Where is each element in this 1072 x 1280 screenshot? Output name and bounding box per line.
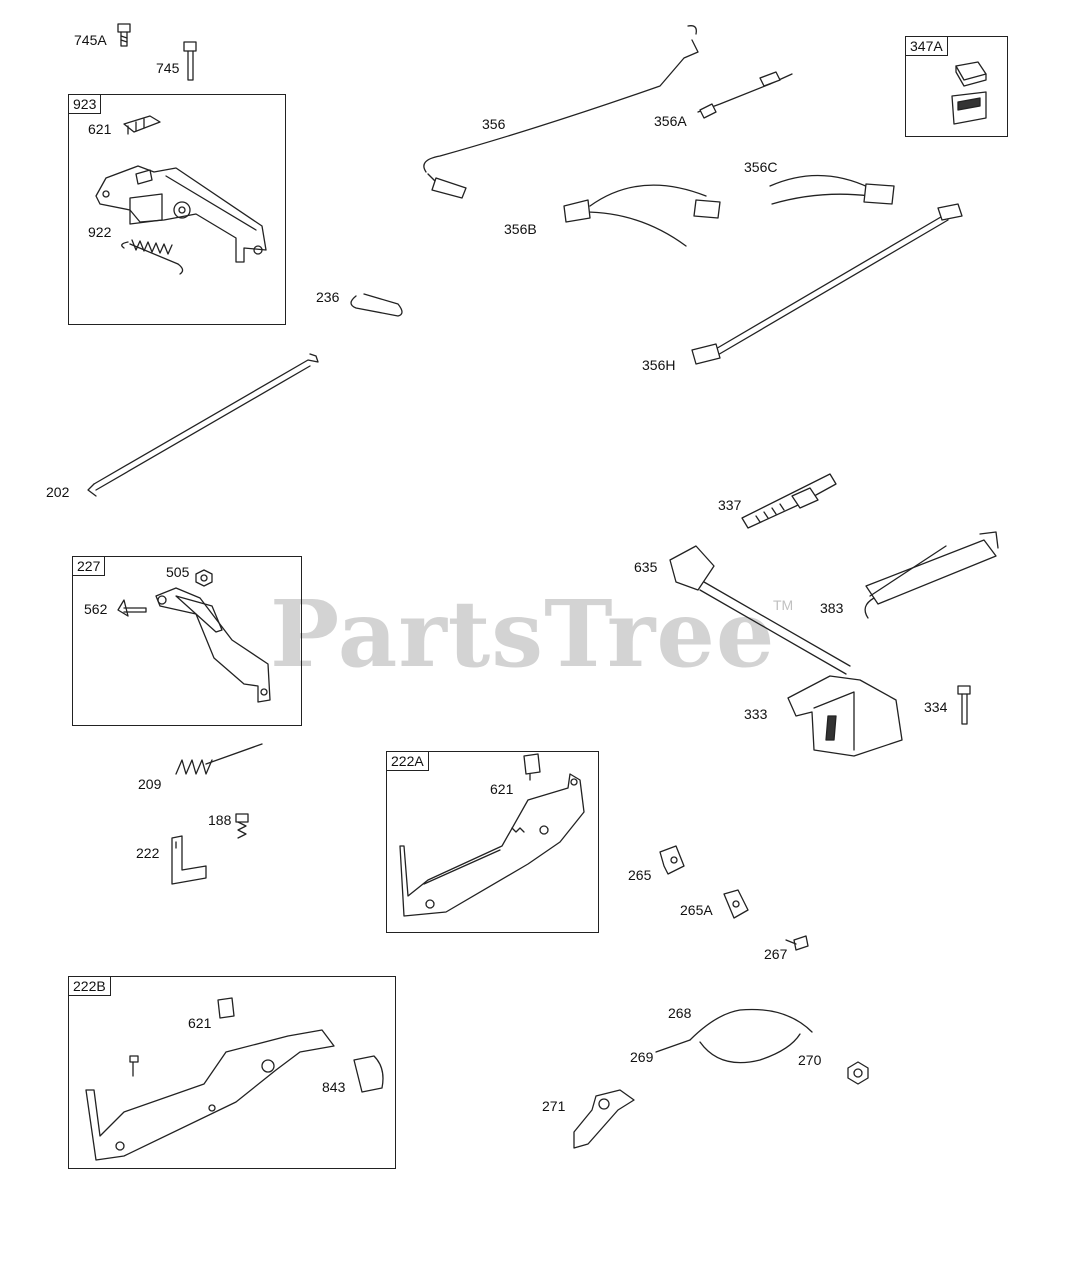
callout-635: 635 — [634, 559, 658, 575]
callout-270: 270 — [798, 1052, 822, 1068]
callout-621-b: 621 — [490, 781, 514, 797]
kit-label-222B: 222B — [68, 976, 111, 996]
callout-745A: 745A — [74, 32, 107, 48]
kit-box-222B: 222B — [68, 976, 396, 1169]
callout-621-c: 621 — [188, 1015, 212, 1031]
part-745-bolt[interactable] — [183, 41, 197, 81]
part-922-spring[interactable] — [121, 239, 184, 275]
callout-356B: 356B — [504, 221, 537, 237]
part-209-spring[interactable] — [175, 743, 263, 775]
trademark-mark: TM — [773, 597, 794, 613]
callout-337: 337 — [718, 497, 742, 513]
callout-383: 383 — [820, 600, 844, 616]
part-505-nut[interactable] — [195, 569, 213, 587]
kit-label-227: 227 — [72, 556, 106, 576]
callout-843: 843 — [322, 1079, 346, 1095]
part-270-nut[interactable] — [847, 1061, 869, 1085]
callout-188: 188 — [208, 812, 232, 828]
part-356B-harness[interactable] — [563, 184, 721, 247]
part-222-bracket[interactable] — [171, 835, 207, 885]
callout-202: 202 — [46, 484, 70, 500]
part-265-block[interactable] — [659, 845, 685, 875]
part-356H-wire[interactable] — [691, 203, 963, 365]
callout-621-a: 621 — [88, 121, 112, 137]
part-265A-block[interactable] — [723, 889, 749, 919]
part-562-pin[interactable] — [117, 599, 147, 617]
callout-265A: 265A — [680, 902, 713, 918]
kit-box-222A: 222A — [386, 751, 599, 933]
callout-356C: 356C — [744, 159, 778, 175]
callout-334: 334 — [924, 699, 948, 715]
part-202-rod[interactable] — [87, 353, 319, 497]
callout-922: 922 — [88, 224, 112, 240]
callout-356A: 356A — [654, 113, 687, 129]
kit-box-227: 227 — [72, 556, 302, 726]
part-334-bolt[interactable] — [957, 685, 971, 725]
callout-267: 267 — [764, 946, 788, 962]
part-222B-small-bolt[interactable] — [129, 1055, 139, 1077]
callout-209: 209 — [138, 776, 162, 792]
part-222A-control-bracket[interactable] — [399, 773, 585, 917]
watermark: PartsTree — [270, 580, 776, 688]
part-268-cable[interactable] — [655, 1008, 813, 1064]
part-383-cylinder[interactable] — [864, 531, 999, 619]
part-356C-harness[interactable] — [769, 174, 895, 205]
part-227-lever[interactable] — [155, 587, 271, 703]
callout-271: 271 — [542, 1098, 566, 1114]
part-347A-switch[interactable] — [951, 61, 987, 125]
kit-box-347A: 347A — [905, 36, 1008, 137]
part-923-governor-bracket[interactable] — [95, 165, 267, 263]
callout-356H: 356H — [642, 357, 676, 373]
part-271-clamp[interactable] — [573, 1089, 635, 1149]
part-222B-control-bracket[interactable] — [85, 1029, 335, 1161]
kit-label-222A: 222A — [386, 751, 429, 771]
part-843-pad[interactable] — [353, 1055, 384, 1093]
part-236-link[interactable] — [350, 293, 403, 317]
kit-label-923: 923 — [68, 94, 102, 114]
kit-box-923: 923 — [68, 94, 286, 325]
callout-222: 222 — [136, 845, 160, 861]
part-337-spark-plug[interactable] — [741, 473, 837, 529]
callout-505: 505 — [166, 564, 190, 580]
part-333-ignition-module[interactable] — [669, 545, 903, 757]
part-745A-bolt[interactable] — [117, 23, 131, 47]
callout-562: 562 — [84, 601, 108, 617]
callout-269: 269 — [630, 1049, 654, 1065]
part-356-wire[interactable] — [423, 25, 699, 199]
part-267-screw[interactable] — [785, 935, 809, 951]
part-621-clip-a[interactable] — [123, 115, 161, 135]
callout-356: 356 — [482, 116, 506, 132]
part-621-clip-b[interactable] — [523, 753, 541, 781]
kit-label-347A: 347A — [905, 36, 948, 56]
part-188-screw[interactable] — [235, 813, 249, 839]
part-356A-wire[interactable] — [697, 71, 793, 119]
callout-333: 333 — [744, 706, 768, 722]
callout-236: 236 — [316, 289, 340, 305]
part-621-clip-c[interactable] — [217, 997, 235, 1019]
callout-268: 268 — [668, 1005, 692, 1021]
callout-745: 745 — [156, 60, 180, 76]
callout-265: 265 — [628, 867, 652, 883]
